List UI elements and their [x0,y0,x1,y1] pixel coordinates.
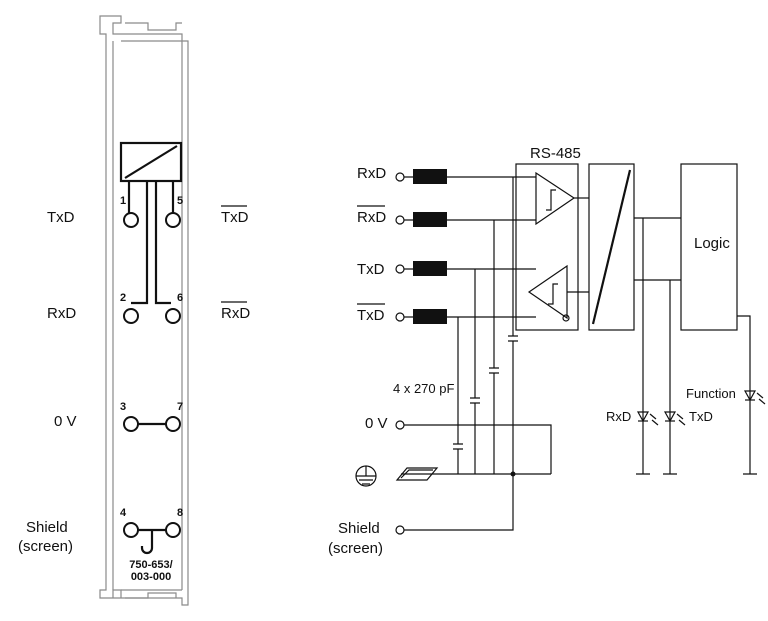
label-txd-bar: TxD [221,209,249,226]
capacitors [453,177,518,474]
pin-label: 5 [177,195,183,207]
input-label-screen: (screen) [328,540,383,557]
rs485-label: RS-485 [530,145,581,162]
terminal-module: 1 5 2 6 3 7 4 8 750-653/ 003-000 TxD RxD… [18,15,250,606]
isolator-icon [588,163,635,331]
input-label-txd: TxD [357,261,385,278]
label-0v: 0 V [54,413,77,430]
pin-label: 7 [177,401,183,413]
filter-block [413,309,447,324]
filter-block [413,261,447,276]
terminal-5 [165,212,181,228]
terminal-1 [123,212,139,228]
receiver-icon [535,171,576,226]
pin-label: 6 [177,292,183,304]
terminal-6 [165,308,181,324]
led-icon [636,411,659,426]
pin-label: 8 [177,507,183,519]
terminal-4 [123,522,139,538]
logic-box [680,163,738,331]
filter-block [413,212,447,227]
rs485-box [515,163,579,331]
terminal-2 [123,308,139,324]
part-number: 750-653/ [129,559,172,571]
pin-label: 2 [120,292,126,304]
led-label-function: Function [686,386,736,401]
label-screen: (screen) [18,538,73,555]
capacitors-label: 4 x 270 pF [393,381,454,396]
label-rxd: RxD [47,305,76,322]
earth-ground-icon [355,465,377,487]
converter-block-icon [119,141,183,183]
pin-label: 1 [120,195,126,207]
part-number: 003-000 [131,571,171,583]
label-rxd-bar: RxD [221,305,250,322]
led-label-txd: TxD [689,409,713,424]
transmitter-icon [527,264,570,322]
input-label-0v: 0 V [365,415,388,432]
led-icon [663,411,686,426]
filter-block [413,169,447,184]
label-shield: Shield [26,519,68,536]
led-label-rxd: RxD [606,409,631,424]
terminal-8 [165,522,181,538]
input-label-rxd-bar: RxD [357,209,386,226]
input-label-rxd: RxD [357,165,386,182]
terminal-7 [165,416,181,432]
label-txd: TxD [47,209,75,226]
schematic: RxD RxD TxD TxD 0 V Shield (screen) [328,145,766,557]
logic-label: Logic [694,235,730,252]
input-label-txd-bar: TxD [357,307,385,324]
din-rail-icon [395,467,439,481]
pin-label: 4 [120,507,127,519]
terminal-3 [123,416,139,432]
input-label-shield: Shield [338,520,380,537]
pin-label: 3 [120,401,126,413]
led-icon [743,390,766,405]
